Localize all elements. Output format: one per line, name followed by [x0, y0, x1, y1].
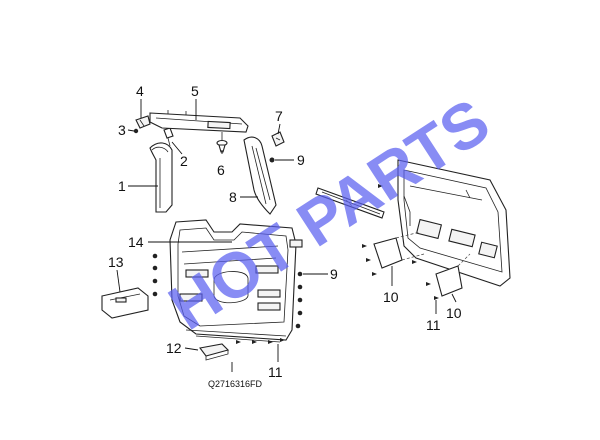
callout-6: 6 [217, 162, 225, 178]
callout-13: 13 [108, 254, 124, 270]
callout-11-bottom: 11 [268, 364, 283, 380]
part-1-pillar-trim [149, 142, 173, 213]
part-6-fastener [216, 132, 228, 153]
callout-9-lower: 9 [330, 266, 338, 282]
callout-10-right: 10 [446, 305, 462, 321]
part-code-label: Q2716316FD [208, 379, 263, 389]
part-5-header-trim [149, 110, 249, 133]
part-13-cover-plate [101, 287, 149, 319]
callout-14: 14 [128, 234, 144, 250]
liftgate-door [397, 159, 511, 287]
callout-2: 2 [180, 153, 188, 169]
part-10-access-cover-left [373, 231, 425, 269]
callout-7: 7 [275, 108, 283, 124]
part-3-screw [133, 128, 139, 134]
part-10-access-cover-right [435, 253, 471, 297]
part-14-liftgate-panel [169, 219, 303, 343]
part-4-bracket-clip [135, 115, 151, 129]
callout-8: 8 [229, 189, 237, 205]
part-11-clips-bottom [236, 338, 285, 344]
screw-column-right [295, 271, 303, 329]
callout-labels: 1 2 3 4 5 6 7 8 9 9 10 10 11 11 12 13 14… [108, 83, 462, 389]
part-7-clip [271, 131, 285, 147]
callout-3: 3 [118, 122, 126, 138]
part-11-clips-right [362, 184, 439, 300]
callout-9-upper: 9 [297, 152, 305, 168]
part-9-screw-upper [269, 157, 275, 163]
callout-11-right: 11 [426, 317, 441, 333]
part-12-pad [199, 343, 230, 361]
callout-5: 5 [191, 83, 199, 99]
leader-lines [116, 99, 457, 372]
callout-1: 1 [118, 178, 126, 194]
callout-10-left: 10 [383, 289, 399, 305]
callout-12: 12 [166, 340, 182, 356]
screw-column-left [152, 253, 158, 297]
weatherstrip [315, 187, 385, 219]
callout-4: 4 [136, 83, 144, 99]
part-8-pillar-trim [243, 136, 277, 215]
